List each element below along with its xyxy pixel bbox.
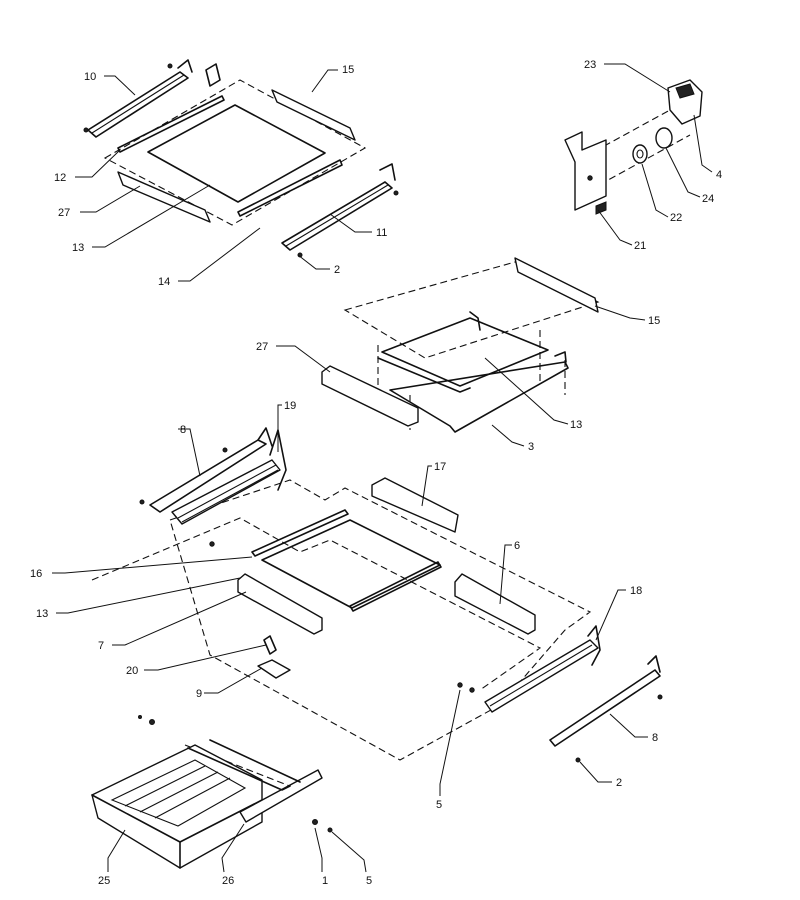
callout-11: 11 [376,227,387,239]
trim-17 [371,477,459,533]
bracket-assembly [564,79,703,215]
callout-7: 7 [98,640,104,652]
callout-10: 10 [84,71,96,83]
callout-27: 27 [58,207,70,219]
shelf-rail-right [281,181,393,251]
slide-26 [239,769,323,823]
glass-panel-16 [261,519,441,609]
rear-trim-middle [514,257,599,313]
callout-9: 9 [196,688,202,700]
rail-3 [389,361,569,433]
clip-9 [257,659,291,679]
washer-24 [655,127,673,149]
right-rail-18 [484,639,599,713]
callout-8: 8 [180,424,186,436]
callout-labels: 10 15 12 27 13 14 11 2 23 4 24 22 21 15 … [30,59,722,887]
callout-15-middle: 15 [648,315,660,327]
glass-panel [147,104,326,203]
callout-20: 20 [126,665,138,677]
front-trim [117,171,211,223]
callout-13: 13 [72,242,84,254]
callout-14: 14 [158,276,170,288]
callout-26: 26 [222,875,234,887]
trim-7 [237,573,323,635]
leader-lines [52,63,713,873]
callout-15: 15 [342,64,354,76]
callout-23: 23 [584,59,596,71]
callout-18: 18 [630,585,642,597]
callout-16: 16 [30,568,42,580]
top-shelf-assembly [83,59,399,258]
washer-22 [632,144,648,164]
callout-5: 5 [436,799,442,811]
plate-21 [564,131,607,211]
callout-13-middle: 13 [570,419,582,431]
right-rail-8 [549,669,661,747]
shelf-rail-left [87,71,189,138]
deflector-6 [454,573,536,635]
callout-21: 21 [634,240,646,252]
rear-trim [271,89,356,141]
lower-shelf-assembly [91,427,663,763]
callout-17: 17 [434,461,446,473]
callout-6: 6 [514,540,520,552]
callout-2: 2 [334,264,340,276]
callout-8-right: 8 [652,732,658,744]
callout-22: 22 [670,212,682,224]
clip-20 [263,635,277,655]
callout-12: 12 [54,172,66,184]
callout-1: 1 [322,875,328,887]
middle-shelf-assembly [321,257,600,433]
bracket-23 [667,79,703,125]
callout-19: 19 [284,400,296,412]
callout-13-lower: 13 [36,608,48,620]
crisper-drawer [91,715,333,869]
callout-27-middle: 27 [256,341,268,353]
callout-4: 4 [716,169,722,181]
front-trim-middle [321,365,419,427]
callout-25: 25 [98,875,110,887]
callout-2-lower: 2 [616,777,622,789]
callout-3: 3 [528,441,534,453]
callout-24: 24 [702,193,714,205]
callout-5-lower: 5 [366,875,372,887]
